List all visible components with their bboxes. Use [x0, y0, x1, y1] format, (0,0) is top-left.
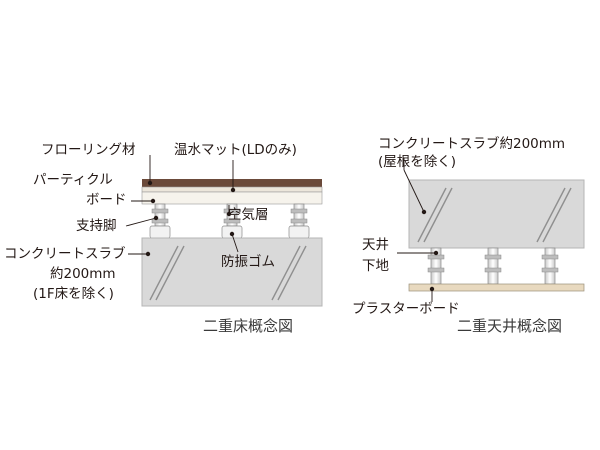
label-heated-mat: 温水マット(LDのみ) [174, 142, 297, 158]
flooring-layer [142, 179, 322, 187]
label-ceiling-slab-1: コンクリートスラブ約200mm [378, 135, 565, 152]
ceiling-hanger [541, 247, 559, 285]
support-leg [288, 203, 310, 239]
particle-board-layer [141, 191, 323, 205]
leader-dot [153, 215, 159, 221]
label-floor-slab-2: 約200mm [50, 266, 116, 282]
caption-double-ceiling: 二重天井概念図 [457, 317, 562, 335]
leader-dot [433, 250, 439, 256]
label-plaster-board: プラスターボード [352, 301, 460, 317]
leader-dot [429, 286, 435, 292]
caption-double-floor: 二重床概念図 [203, 317, 293, 335]
label-ceiling-base-2: 下地 [362, 258, 389, 274]
label-support-leg: 支持脚 [76, 218, 117, 234]
label-ceiling-base-1: 天井 [362, 237, 389, 253]
label-ceiling-slab-2: (屋根を除く) [378, 154, 456, 170]
leader-dot [229, 231, 235, 237]
slab-hatch [417, 187, 572, 243]
leader-dot [147, 180, 153, 186]
label-floor-slab-1: コンクリートスラブ [4, 245, 126, 262]
floor-concrete-slab [141, 237, 323, 307]
label-particle-board-1: パーティクル [33, 172, 113, 188]
leader-dot [226, 211, 232, 217]
double-floor-diagram: フローリング材 温水マット(LDのみ) パーティクル ボード 支持脚 空気層 防… [4, 142, 323, 335]
ceiling-hanger [484, 247, 502, 285]
plaster-board-layer [408, 283, 585, 292]
leader-ceiling-slab-diag [403, 169, 425, 213]
label-vibration-rubber: 防振ゴム [221, 253, 275, 270]
leader-dot [150, 198, 156, 204]
label-flooring: フローリング材 [41, 142, 136, 158]
label-particle-board-2: ボード [86, 192, 127, 208]
leader-dot [230, 187, 236, 193]
double-ceiling-diagram: コンクリートスラブ約200mm (屋根を除く) 天井 下地 プラスターボード 二… [352, 135, 585, 335]
label-floor-slab-3: (1F床を除く) [33, 286, 114, 302]
leader-vibration-rubber [231, 233, 239, 253]
leader-dot [421, 209, 427, 215]
support-leg [149, 203, 171, 239]
label-air-layer: 空気層 [228, 207, 269, 223]
leader-support-leg [125, 217, 157, 227]
leader-dot [145, 251, 151, 257]
slab-hatch [149, 245, 307, 301]
